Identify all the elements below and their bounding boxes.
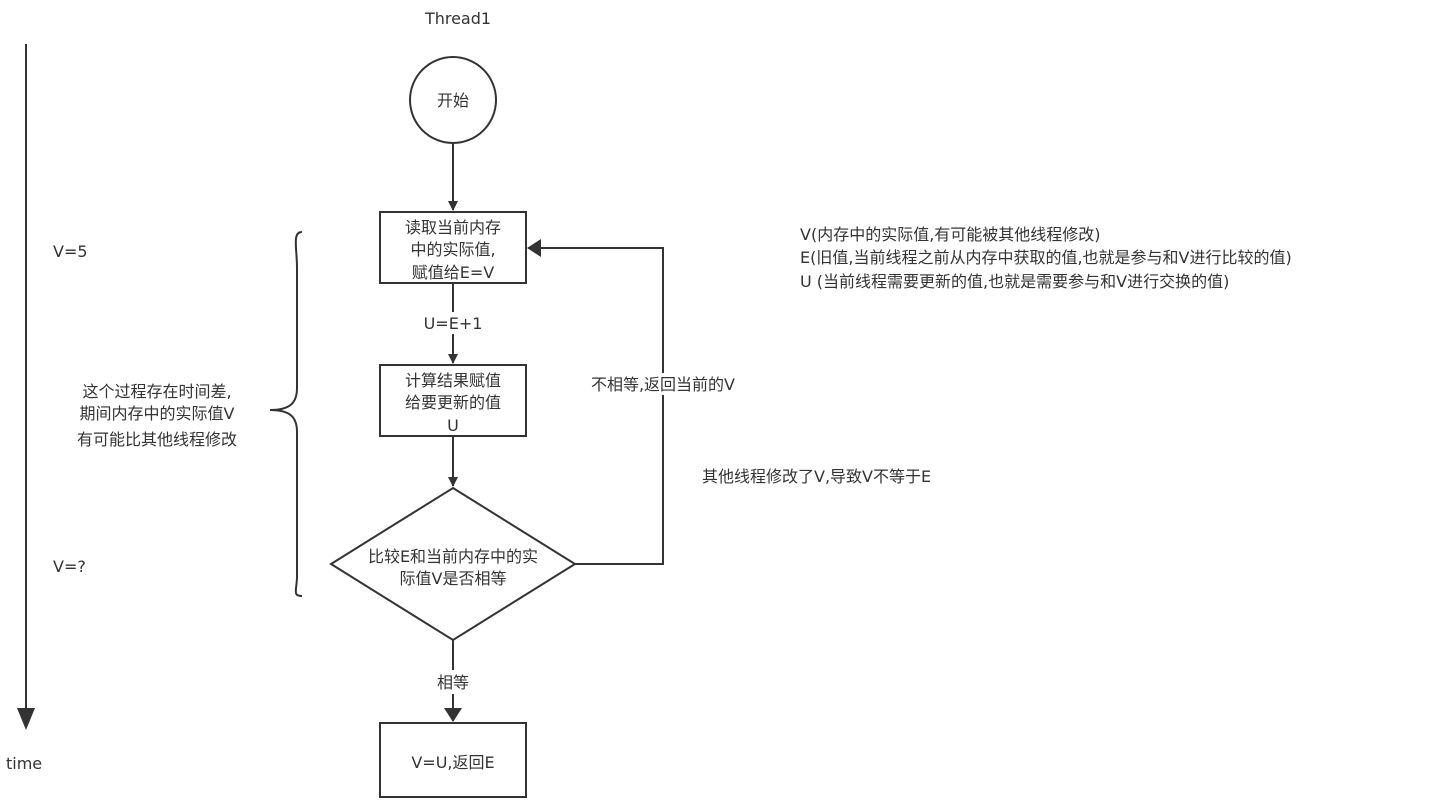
side-note: 其他线程修改了V,导致V不等于E (702, 467, 931, 486)
read-node-line-3: 赋值给E=V (412, 263, 495, 282)
read-node-line-1: 读取当前内存 (405, 218, 501, 237)
done-node-label: V=U,返回E (411, 753, 494, 772)
read-node: 读取当前内存 中的实际值, 赋值给E=V (379, 211, 527, 284)
time-axis (17, 44, 35, 730)
compare-node-line-2: 际值V是否相等 (400, 569, 507, 588)
legend-e: E(旧值,当前线程之前从内存中获取的值,也就是参与和V进行比较的值) (800, 248, 1292, 267)
thread-label: Thread1 (424, 9, 491, 28)
edge-label-u-calc: U=E+1 (424, 314, 483, 333)
brace-note: 这个过程存在时间差, 期间内存中的实际值V 有可能比其他线程修改 (77, 382, 237, 449)
v-start-label: V=5 (53, 242, 88, 261)
legend-v: V(内存中的实际值,有可能被其他线程修改) (800, 225, 1101, 244)
legend: V(内存中的实际值,有可能被其他线程修改) E(旧值,当前线程之前从内存中获取的… (800, 225, 1292, 291)
time-label: time (6, 754, 42, 773)
edge-label-bg (418, 312, 490, 334)
brace-note-line-3: 有可能比其他线程修改 (77, 430, 237, 449)
compute-node: 计算结果赋值 给要更新的值 U (379, 364, 527, 437)
edge-not-equal-loop (527, 239, 664, 565)
brace-note-line-1: 这个过程存在时间差, (82, 382, 231, 401)
compute-node-line-3: U (447, 416, 459, 435)
compute-node-line-2: 给要更新的值 (405, 393, 501, 412)
done-node: V=U,返回E (379, 722, 527, 798)
legend-u: U (当前线程需要更新的值,也就是需要参与和V进行交换的值) (800, 272, 1229, 291)
v-unknown-label: V=? (53, 557, 86, 576)
compute-node-line-1: 计算结果赋值 (405, 371, 501, 390)
edge-label-bg (570, 373, 756, 395)
compare-node: 比较E和当前内存中的实 际值V是否相等 (329, 486, 577, 642)
edge-label-equal: 相等 (437, 673, 469, 692)
start-node-label: 开始 (437, 91, 469, 110)
read-node-line-2: 中的实际值, (410, 240, 495, 259)
start-node: 开始 (409, 56, 497, 144)
curly-brace (269, 231, 303, 597)
brace-note-line-2: 期间内存中的实际值V (80, 404, 235, 423)
edge-label-bg (430, 670, 476, 694)
time-arrowhead-icon (17, 708, 35, 730)
compare-node-line-1: 比较E和当前内存中的实 (368, 547, 538, 566)
edge-label-not-equal: 不相等,返回当前的V (591, 375, 735, 394)
